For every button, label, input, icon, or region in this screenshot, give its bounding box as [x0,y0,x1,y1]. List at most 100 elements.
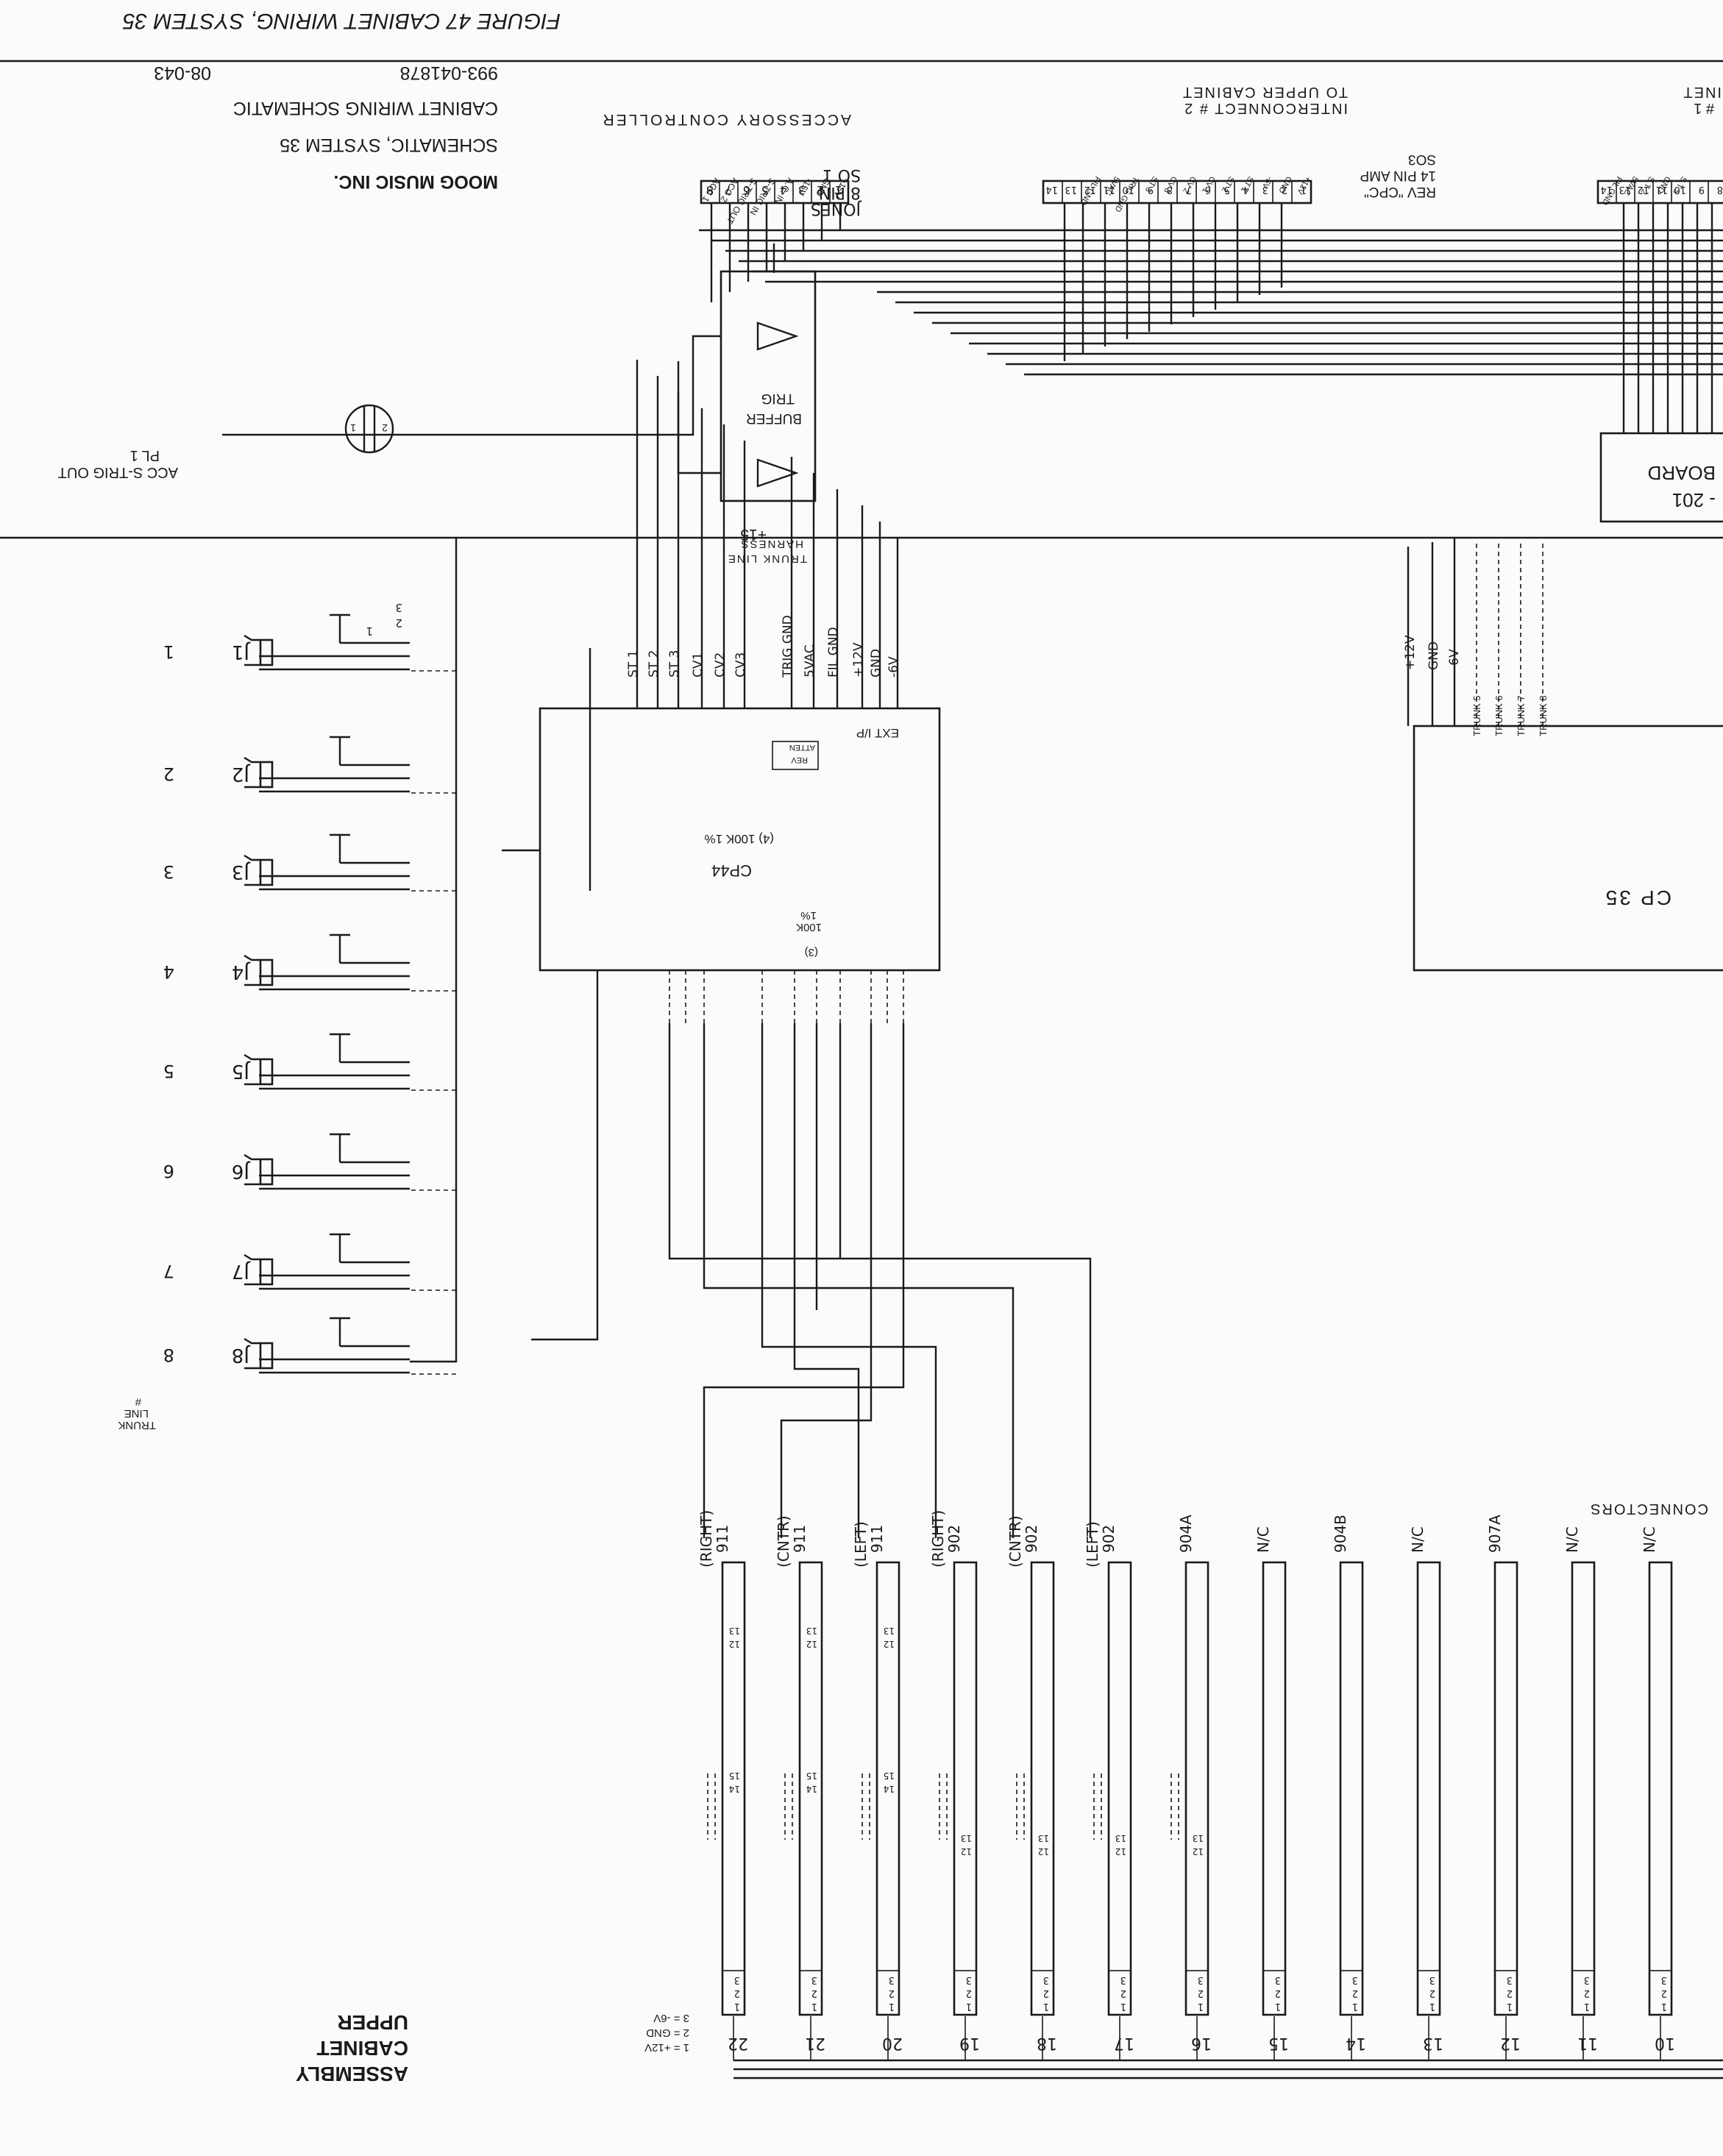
connector-supply-block [1031,1970,1054,2016]
jack-number: 2 [163,764,174,784]
jack-tip [244,634,260,641]
connector-supply-block [1108,1970,1132,2016]
strip-pin-label: 1 [1275,2001,1281,2012]
connector-supply-block [722,1970,745,2016]
strip-pin-label: 2 [1352,1988,1358,1999]
connector-supply-block [1185,1970,1209,2016]
connector-strip [953,1561,978,2016]
route-902-cntr [703,1023,1015,1538]
assembly-label: UPPER CABINET ASSEMBLY [296,2011,408,2085]
connector-columns: CONNECTORS 1231415121322911(RIGHT)123141… [697,1501,1723,2079]
strip-pin-label: 14 [729,1784,740,1794]
jack-number: 3 [163,861,174,882]
ic2-pin-name: CV 2 [1181,175,1198,195]
route-cp44-out [531,970,599,1341]
jack-body [259,1258,274,1286]
so1-line-2: 8 PIN [819,183,861,202]
strip-pin-label: 1 [811,2001,817,2012]
strip-pin-label: 1 [966,2001,972,2012]
pl1-circle [344,404,394,454]
jack-number: 5 [163,1061,174,1081]
ic2-pin-number: 4 [1243,184,1249,195]
ic2-pin-number: 5 [1224,184,1230,195]
so3-line-2: 14 PIN AMP [1360,168,1437,183]
board-line-2: - 201 [1672,489,1716,511]
connectors-label: CONNECTORS [1589,1501,1708,1517]
strip-pin-label: 3 [1661,1974,1667,1985]
strip-pin-label: 15 [806,1771,817,1781]
ic2-pin-name: +12V [1295,175,1312,196]
connector-subname: (CNTR) [1006,1515,1024,1568]
jack-body [259,638,274,666]
cp44-signal-label: CV3 [733,652,748,677]
strip-pin-label: 1 [1661,2001,1667,2012]
strip-pin-label: 3 [811,1974,817,1985]
route-911-left [793,1023,860,1538]
connector-number: 13 [1423,2034,1443,2052]
jack-number: 8 [163,1345,174,1365]
ic2-pin-name: GND [1276,175,1293,195]
strip-pin-label: 14 [884,1784,895,1794]
connector-subname: (RIGHT) [697,1510,715,1568]
strip-pin-label: 1 [1198,2001,1204,2012]
strip-pin-label: 15 [884,1771,895,1781]
trunk-line-harness: TRUNK LINE HARNESS [0,536,1723,565]
jack-body [259,1058,274,1086]
cp44-ext-ip: EXT I/P [856,726,899,740]
board-201: BOARD - 201 [1599,432,1723,523]
strip-pin-label: 2 [1120,1988,1126,1999]
cp44-signal-label: 5VAC [803,644,817,677]
strip-pin-label: 3 [1584,1974,1590,1985]
connector-number: 14 [1346,2034,1366,2052]
jack-label: J5 [232,1060,251,1082]
so3-label: SO3 14 PIN AMP REV "CPC" [1360,152,1437,199]
pl1-plug: 1 2 ACC S-TRIG OUT PL 1 [58,404,394,480]
connector-number: 12 [1500,2034,1521,2052]
cp44-signal-label: ST 1 [626,650,641,677]
jack-label: J6 [232,1160,251,1182]
route-911-cntr [780,1023,873,1538]
connector-name: 911 [714,1525,731,1553]
strip-pin-label: 2 [1429,1988,1435,1999]
connector-supply-block [1340,1970,1363,2016]
strip-pin-label: 13 [884,1626,895,1636]
strip-pin-label: 3 [1429,1974,1435,1985]
harness-label-1: TRUNK LINE [727,552,807,565]
so1-line-3: JONES [811,199,862,218]
acc-pin-number: 6 [743,183,750,197]
strip-pin-label: 2 [1043,1988,1049,1999]
strip-pin-label: 12 [1038,1846,1049,1857]
connector-number: 10 [1655,2034,1675,2052]
connector-supply-block [1417,1970,1440,2016]
board-201-outline [1599,432,1723,523]
company-name: MOOG MUSIC INC. [333,171,498,192]
strip-pin-label: 14 [806,1784,817,1794]
trig-buffer-outline [720,270,817,502]
connector-strip [1262,1561,1287,2016]
cp35-name: CP 35 [1604,886,1672,909]
ic2-pin-number: 8 [1167,184,1173,195]
trig-buffer: TRIG BUFFER +15 [720,270,817,543]
jack-body [259,858,274,886]
jack-pin-label: 3 [395,601,402,614]
jack-pin-label: 2 [395,616,402,630]
strip-pin-label: 1 [1043,2001,1049,2012]
ic2-pin-name: CV 1 [1200,175,1217,195]
connector-name: N/C [1409,1526,1427,1553]
trig-out-wire [222,335,721,436]
strip-pin-label: 3 [1198,1974,1204,1985]
accessory-controller-label: ACCESSORY CONTROLLER [601,111,851,128]
cp44-res3-a: 100K [796,921,822,933]
acc-pin-number: 4 [780,183,787,197]
ic1-pin-number: 8 [1717,184,1723,195]
strip-pin-label: 1 [1352,2001,1358,2012]
strip-pin-label: 2 [734,1988,740,1999]
so1-label: SO 1 8 PIN JONES [811,166,862,218]
ic1-pin-number: 10 [1674,184,1686,195]
strip-pin-label: 13 [1115,1833,1126,1843]
pl1-pin-1: 1 [350,422,356,434]
legend-line-1: 3 = -6V [653,2012,689,2024]
jack-number: 6 [163,1161,174,1181]
